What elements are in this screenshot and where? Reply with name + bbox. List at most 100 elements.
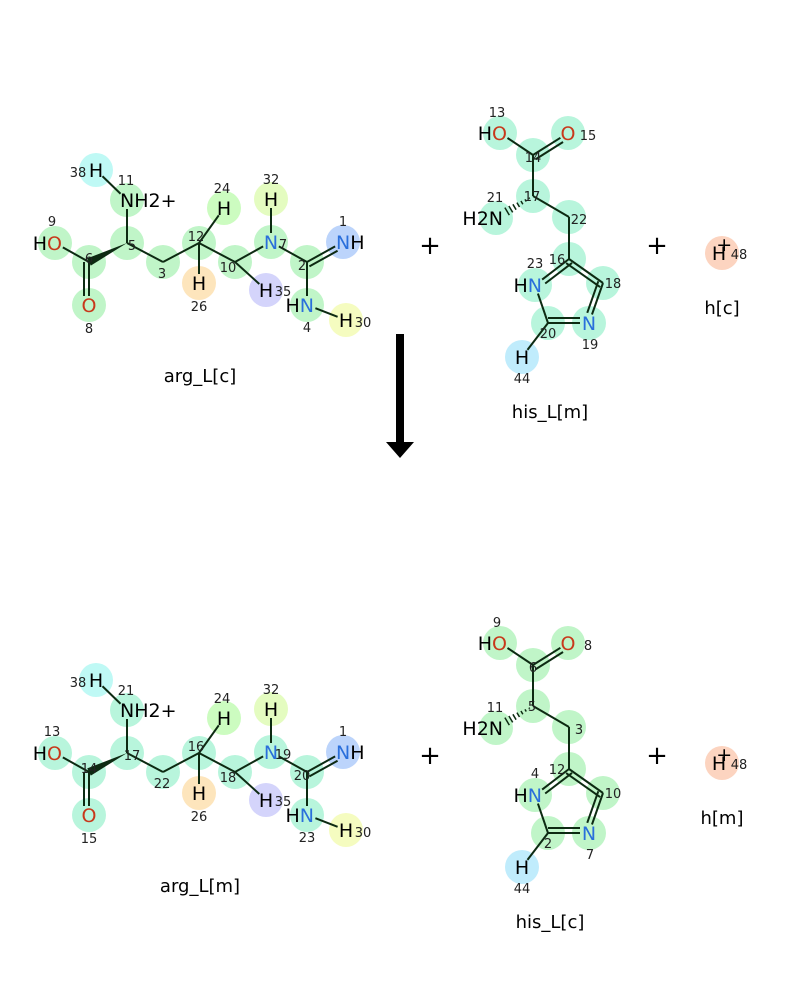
atom-index: 9 — [48, 215, 56, 230]
hash-bond — [512, 203, 517, 211]
bond — [532, 705, 570, 728]
atom-index: 13 — [44, 725, 61, 740]
atom-highlights — [705, 746, 739, 780]
atom-h44: H44 — [514, 857, 531, 897]
molecule-name: arg_L[c] — [164, 366, 237, 387]
bond — [198, 242, 236, 263]
atom-n19: N7 — [582, 823, 596, 863]
atom-c2: 20 — [294, 769, 311, 784]
atom-h24: H24 — [214, 692, 231, 730]
atom-index: 19 — [275, 748, 292, 763]
atom-index: 26 — [191, 810, 208, 825]
atom-index: 30 — [355, 316, 372, 331]
atom-highlight — [326, 225, 360, 259]
atom-label: H2N — [462, 208, 503, 230]
double-bond — [565, 772, 601, 798]
atom-c22: 3 — [575, 723, 583, 738]
atom-index: 5 — [128, 239, 136, 254]
atom-c6: 6 — [85, 252, 93, 267]
hash-bond — [528, 197, 531, 200]
bond — [198, 214, 220, 244]
molecule-name: arg_L[m] — [160, 876, 240, 897]
atom-h26: H26 — [191, 783, 208, 825]
molecule-name: h[m] — [701, 808, 744, 829]
atom-index: 21 — [118, 684, 135, 699]
atom-c22: 22 — [571, 213, 588, 228]
bond — [162, 242, 200, 263]
atom-label: H — [264, 189, 278, 211]
plus-sign: + — [646, 741, 668, 771]
atom-c18: 10 — [605, 787, 622, 802]
bond — [162, 752, 200, 773]
atom-c16: 12 — [549, 763, 566, 778]
atom-index: 3 — [575, 723, 583, 738]
atom-index: 24 — [214, 182, 231, 197]
atom-c17: 17 — [524, 190, 541, 205]
atom-label: H — [192, 273, 206, 295]
hash-bond — [516, 202, 521, 208]
atom-index: 18 — [605, 277, 622, 292]
atom-c10: 18 — [220, 771, 237, 786]
atom-index: 24 — [214, 692, 231, 707]
bond — [62, 246, 90, 263]
hash-bond — [524, 708, 527, 712]
atom-index: 44 — [514, 372, 531, 387]
atom-highlight — [326, 735, 360, 769]
bond — [568, 258, 604, 284]
hash-bond — [528, 707, 531, 710]
atom-h44: H44 — [514, 347, 531, 387]
atom-label: H — [259, 280, 273, 302]
atom-highlight — [572, 306, 606, 340]
atom-index: 8 — [584, 639, 592, 654]
atom-label: H — [217, 708, 231, 730]
bond — [315, 307, 338, 318]
atom-label: H — [89, 160, 103, 182]
atom-o8: O 15 — [81, 805, 98, 847]
atom-label: H2N — [462, 718, 503, 740]
molecule-name: his_L[c] — [516, 912, 585, 933]
atom-c17: 5 — [528, 700, 536, 715]
atom-index: 10 — [220, 261, 237, 276]
molecule-h: H+48h[m] — [701, 744, 748, 829]
atom-index: 32 — [263, 173, 280, 188]
atom-index: 35 — [275, 285, 292, 300]
double-bond — [308, 759, 339, 778]
atom-highlight — [329, 303, 363, 337]
atom-index: 4 — [303, 321, 311, 336]
bond — [536, 293, 549, 324]
atom-index: 15 — [81, 832, 98, 847]
atom-index: 7 — [586, 848, 594, 863]
plus-sign: + — [646, 231, 668, 261]
bond — [526, 832, 549, 861]
atom-highlight — [551, 116, 585, 150]
bond — [198, 752, 236, 773]
atom-c20: 20 — [540, 327, 557, 342]
atom-highlight — [572, 816, 606, 850]
atom-n1: NH1 — [336, 215, 365, 254]
atom-h26: H26 — [191, 273, 208, 315]
atom-c6: 14 — [81, 762, 98, 777]
atom-label: HO — [478, 633, 507, 655]
bond — [526, 322, 549, 351]
atom-index: 2 — [298, 259, 306, 274]
atom-highlight — [254, 692, 288, 726]
hash-bond — [520, 710, 524, 715]
atom-label: O — [82, 805, 97, 827]
atom-index: 44 — [514, 882, 531, 897]
double-bond — [535, 651, 564, 671]
wedge-bond — [87, 243, 127, 266]
hash-bond — [504, 207, 510, 216]
atom-index: 5 — [528, 700, 536, 715]
atom-highlight — [479, 711, 513, 745]
atom-c18: 18 — [605, 277, 622, 292]
bond — [278, 245, 308, 263]
atom-index: 14 — [81, 762, 98, 777]
atom-highlight — [290, 288, 324, 322]
atom-h38: H38 — [70, 160, 103, 182]
